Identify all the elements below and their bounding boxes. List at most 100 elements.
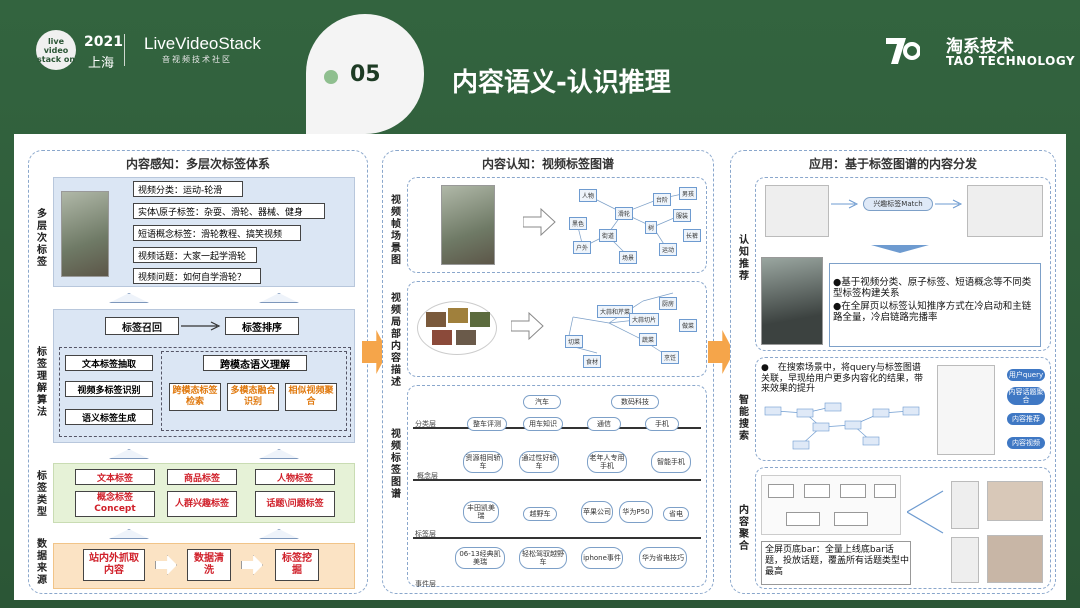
event-node: 华为省电技巧 [639,547,687,569]
food-photo [470,312,490,327]
content-area: 内容感知：多层次标签体系 多层次标签 视频分类：运动-轮滑 实体\原子标签：杂耍… [14,134,1066,600]
label-aggregation: 内容聚合 [739,505,749,552]
search-tag: 内容视频 [1007,437,1045,449]
tag-node: 苹果公司 [581,501,613,523]
right-arrow-icon [935,199,963,209]
concept-tag-label: 概念标签 [96,493,133,503]
up-arrow-icon [109,449,149,459]
mining-box: 标签挖掘 [275,549,319,581]
flow-step [786,512,820,526]
local-node: 大蒜和芹菜 [597,305,634,318]
down-arrow-icon [871,245,929,253]
brand-subtitle: 音视频技术社区 [162,55,232,64]
cross-modal-retrieval-box: 跨模态标签检索 [169,383,221,411]
section-number: 05 [350,62,381,87]
local-node: 切菜 [565,335,584,348]
category-node: 用车知识 [523,417,563,431]
clean-box: 数据清洗 [187,549,231,581]
up-arrow-icon [259,449,299,459]
scene-node: 场景 [619,251,638,264]
local-node: 蔬菜 [639,333,658,346]
label-tag-graph: 视频标签图谱 [391,429,401,500]
conference-logo: live video stack on [36,30,76,70]
up-arrow-icon [109,293,149,303]
brand-name: LiveVideoStack [144,34,261,53]
similar-video-box: 相似视频聚合 [285,383,337,411]
scene-node: 街道 [599,229,618,242]
tag-node: 省电 [663,507,689,521]
aggregation-text: 全屏页底bar：全量上线底bar话题，投放话题，覆盖所有话题类型中最高 [765,545,910,577]
flow-step [804,484,830,498]
tag-category: 视频分类：运动-轮滑 [133,181,243,197]
scene-node: 树 [645,221,658,234]
flow-step [834,512,868,526]
header: live video stack on 2021 上海 LiveVideoSta… [0,0,1080,134]
topic-tag-box: 话题\问题标签 [255,491,335,517]
layer-concept-label: 概念层 [417,472,438,480]
concept-node: 老年人专用手机 [587,451,627,473]
aggregation-screen [951,537,979,583]
text-tag-box: 文本标签 [75,469,155,485]
aggregation-screen [987,535,1043,583]
application-panel: 应用：基于标签图谱的内容分发 认知推荐 兴趣标签Match ●基于视频分类、原子… [730,150,1056,594]
right-arrow-icon [523,207,556,237]
company-name-en: TAO TECHNOLOGY [946,54,1076,68]
right-arrow-icon [511,311,544,341]
up-arrow-icon [259,529,299,539]
concept-node: 资源相同轿车 [463,451,503,473]
local-node: 厨房 [659,297,678,310]
interest-tag-box: 人群兴趣标签 [167,491,237,517]
concept-tag-box: 概念标签 Concept [75,491,155,517]
food-photo [432,330,452,345]
cross-modal-frame [161,351,347,431]
right-arrow-icon [831,199,859,209]
company-name-cn: 淘系技术 [946,37,1014,57]
match-node: 兴趣标签Match [863,197,933,211]
algorithm-detail-frame [59,347,351,437]
frame-photo [441,185,495,265]
category-node: 通信 [587,417,621,431]
category-node: 手机 [645,417,679,431]
section-dot-icon [324,70,338,84]
layer-event-label: 事件层 [415,580,436,588]
flow-step [768,484,794,498]
layer-divider [413,479,701,481]
scene-node: 长裤 [683,229,702,242]
aggregation-text-frame [761,541,911,585]
label-local-content: 视频局部内容描述 [391,293,401,388]
tag-entity: 实体\原子标签：杂耍、滑轮、器械、健身 [133,203,325,219]
local-node: 大蒜切片 [629,313,660,326]
slide-title: 内容语义-认识推理 [452,68,671,98]
conference-year: 2021 [84,34,123,50]
tag-ranking-box: 标签排序 [225,317,299,335]
label-multi-level: 多层次标签 [37,209,47,268]
up-arrow-icon [259,293,299,303]
tag-topic: 视频话题：大家一起学滑轮 [133,247,257,263]
aggregation-screen [951,481,979,529]
skater-photo [61,191,109,277]
video-recog-box: 视频多标签识别 [65,381,153,397]
middle-panel-title: 内容认知：视频标签图谱 [481,157,614,171]
conference-city: 上海 [88,56,115,71]
search-graph [764,402,920,450]
header-divider [124,34,125,66]
crawl-box: 站内外抓取内容 [83,549,145,581]
cognitive-bullet: ●基于视频分类、原子标签、短语概念等不同类型标签构建关系 [833,277,1032,299]
concept-node: 智能手机 [651,451,691,473]
label-frame-scene: 视频帧场景图 [391,195,401,266]
event-node: 06-13经典凯美瑞 [455,547,505,569]
scene-node: 人物 [579,189,598,202]
user-profile-card [765,185,829,237]
tag-phrase: 短语概念标签：滑轮教程、搞笑视频 [133,225,301,241]
semantic-gen-box: 语义标签生成 [65,409,153,425]
aggregation-screen [987,481,1043,521]
matched-video-card [967,185,1043,237]
multimodal-fusion-box: 多模态融合识别 [227,383,279,411]
tao-logo-icon [886,38,920,64]
food-photo [456,330,476,345]
local-node: 烹饪 [661,351,680,364]
food-photo [448,308,468,323]
flow-step [874,484,896,498]
tag-node: 越野车 [523,507,557,521]
tag-node: 华为P50 [619,501,653,523]
